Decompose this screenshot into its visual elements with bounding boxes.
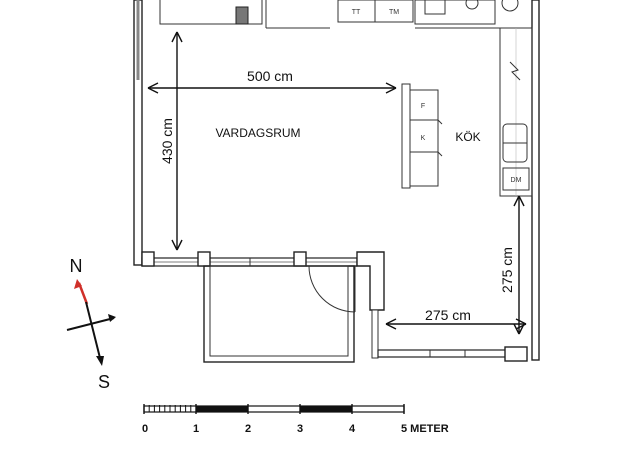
dim-balcony-width: 275 cm bbox=[385, 307, 527, 330]
scale-bar-label: 5 METER bbox=[401, 423, 449, 435]
dishwasher-label: DM bbox=[511, 177, 522, 184]
living-depth-text: 430 cm bbox=[159, 118, 175, 164]
scale-bar-label: 1 bbox=[193, 423, 199, 435]
tm-label: TM bbox=[389, 9, 399, 16]
north-label: N bbox=[70, 256, 83, 276]
scale-bar-frame bbox=[143, 405, 405, 413]
kitchen-counter: DM bbox=[499, 27, 533, 197]
dim-balcony-depth: 275 cm bbox=[499, 195, 525, 335]
freezer-label: K bbox=[421, 135, 426, 142]
fridge-freezer: F K bbox=[401, 83, 443, 189]
dishwasher bbox=[502, 167, 530, 191]
balcony-bottom-wall bbox=[377, 349, 519, 358]
walls bbox=[133, 0, 540, 362]
living-room-label: VARDAGSRUM bbox=[215, 126, 300, 140]
tt-label: TT bbox=[352, 9, 361, 16]
dim-living-depth: 430 cm bbox=[159, 31, 183, 251]
top-fixtures: TT TM bbox=[159, 0, 532, 29]
balcony-width-text: 275 cm bbox=[425, 307, 471, 323]
scale-bar: 0 1 2 3 4 5 METER bbox=[142, 404, 449, 435]
balcony bbox=[203, 265, 355, 363]
left-wall bbox=[133, 0, 143, 266]
scale-bar-label: 0 bbox=[142, 423, 148, 435]
scale-bar-label: 3 bbox=[297, 423, 303, 435]
dim-living-width: 500 cm bbox=[147, 68, 397, 94]
compass: N S bbox=[66, 256, 116, 392]
fridge-label: F bbox=[421, 103, 425, 110]
north-arrowhead-icon bbox=[74, 279, 82, 289]
balcony-depth-text: 275 cm bbox=[499, 247, 515, 293]
scale-bar-filled-segment bbox=[300, 406, 352, 412]
scale-bar-filled-segment bbox=[196, 406, 248, 412]
kitchen-label: KÖK bbox=[455, 130, 480, 144]
scale-bar-label: 4 bbox=[349, 423, 356, 435]
south-label: S bbox=[98, 372, 110, 392]
balcony-door bbox=[308, 265, 356, 313]
scale-bar-label: 2 bbox=[245, 423, 251, 435]
wardrobe-handle bbox=[235, 6, 249, 25]
right-wall bbox=[531, 0, 540, 361]
living-width-text: 500 cm bbox=[247, 68, 293, 84]
